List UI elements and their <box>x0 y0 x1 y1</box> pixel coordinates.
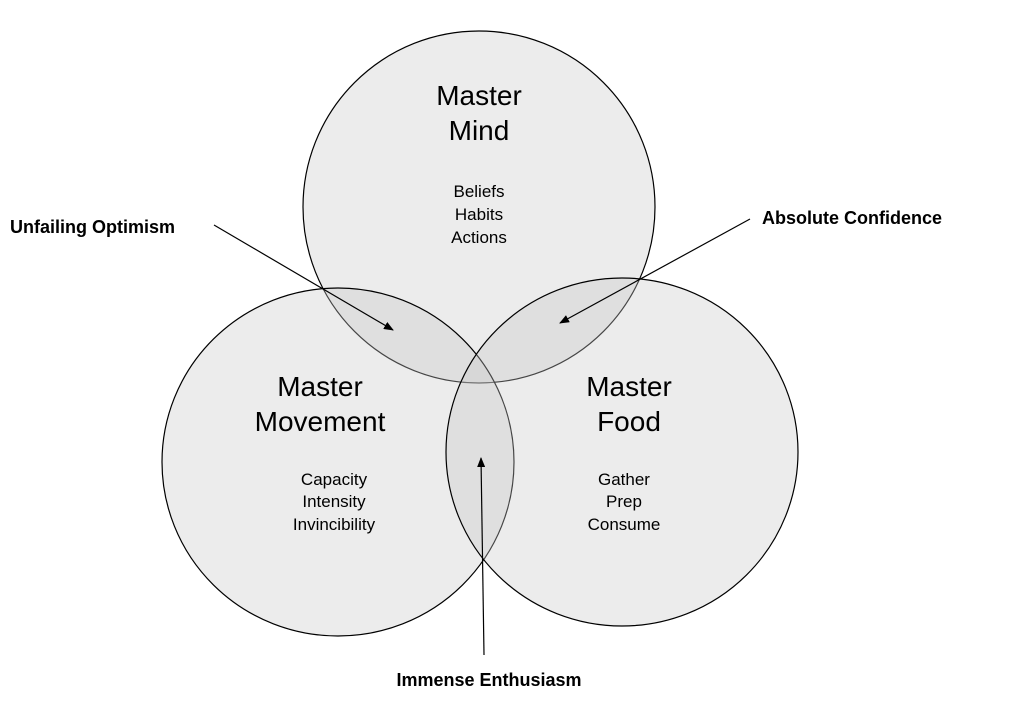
movement-item-capacity: Capacity <box>301 470 368 489</box>
confidence-label: Absolute Confidence <box>762 208 942 228</box>
optimism-label: Unfailing Optimism <box>10 217 175 237</box>
food-title-line1: Master <box>586 371 672 402</box>
enthusiasm-arrow <box>477 457 486 656</box>
mind-item-habits: Habits <box>455 205 503 224</box>
mind-title-line2: Mind <box>449 115 510 146</box>
optimism-arrow <box>213 224 394 331</box>
enthusiasm-label: Immense Enthusiasm <box>396 670 581 690</box>
mind-item-actions: Actions <box>451 228 507 247</box>
movement-title-line1: Master <box>277 371 363 402</box>
food-item-prep: Prep <box>606 492 642 511</box>
movement-item-intensity: Intensity <box>302 492 366 511</box>
mind-circle <box>302 30 656 384</box>
movement-item-invincibility: Invincibility <box>293 515 376 534</box>
movement-title-line2: Movement <box>255 406 386 437</box>
mind-title-line1: Master <box>436 80 522 111</box>
confidence-arrow <box>559 218 751 324</box>
food-title-line2: Food <box>597 406 661 437</box>
movement-circle <box>161 287 515 637</box>
food-item-consume: Consume <box>588 515 661 534</box>
food-circle <box>445 277 799 627</box>
food-item-gather: Gather <box>598 470 650 489</box>
mind-item-beliefs: Beliefs <box>453 182 504 201</box>
